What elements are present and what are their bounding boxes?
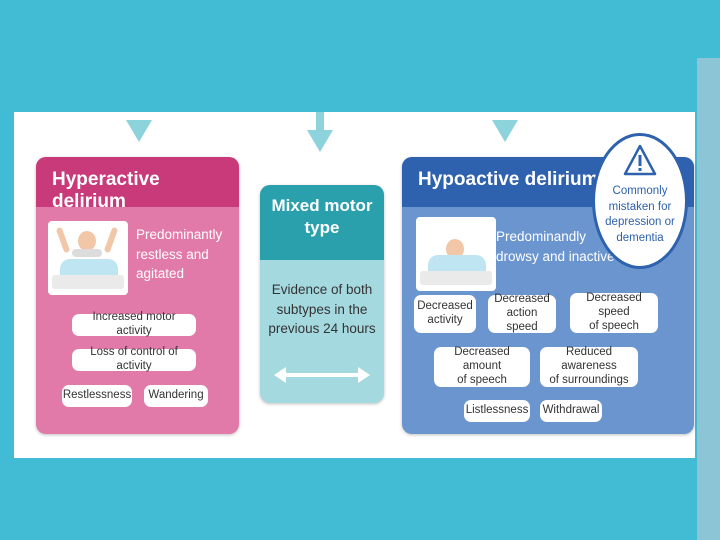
mixed-title: Mixed motor type — [260, 185, 384, 260]
feature-pill: Wandering — [144, 385, 208, 407]
feature-pill: Increased motor activity — [72, 311, 196, 337]
double-arrow-icon — [274, 367, 370, 383]
down-arrow-icon — [307, 130, 333, 152]
mixed-description: Evidence of both subtypes in the previou… — [268, 282, 376, 337]
hypoactive-description: Predominandly drowsy and inactive — [496, 229, 615, 264]
side-strip — [697, 58, 720, 540]
hyperactive-card: Hyperactive delirium Predominantly restl… — [36, 157, 239, 434]
feature-pill: Loss of control of activity — [72, 346, 196, 372]
hyperactive-description: Predominantly restless and agitated — [136, 227, 223, 282]
warning-bubble: Commonly mistaken for depression or deme… — [592, 133, 688, 269]
warning-text: Commonly mistaken for depression or deme… — [605, 185, 675, 244]
warning-triangle-icon — [623, 144, 657, 176]
down-arrow-icon — [492, 120, 518, 142]
feature-pill: Withdrawal — [540, 400, 602, 422]
mixed-motor-card: Mixed motor type Evidence of both subtyp… — [260, 185, 384, 403]
down-arrow-icon — [126, 120, 152, 142]
arrow-stem — [316, 112, 324, 132]
feature-pill: Listlessness — [464, 400, 530, 422]
patient-in-bed-icon — [416, 217, 496, 291]
feature-pill: Restlessness — [62, 385, 132, 407]
patient-in-bed-icon — [48, 221, 128, 295]
hyperactive-title: Hyperactive delirium — [36, 157, 239, 212]
